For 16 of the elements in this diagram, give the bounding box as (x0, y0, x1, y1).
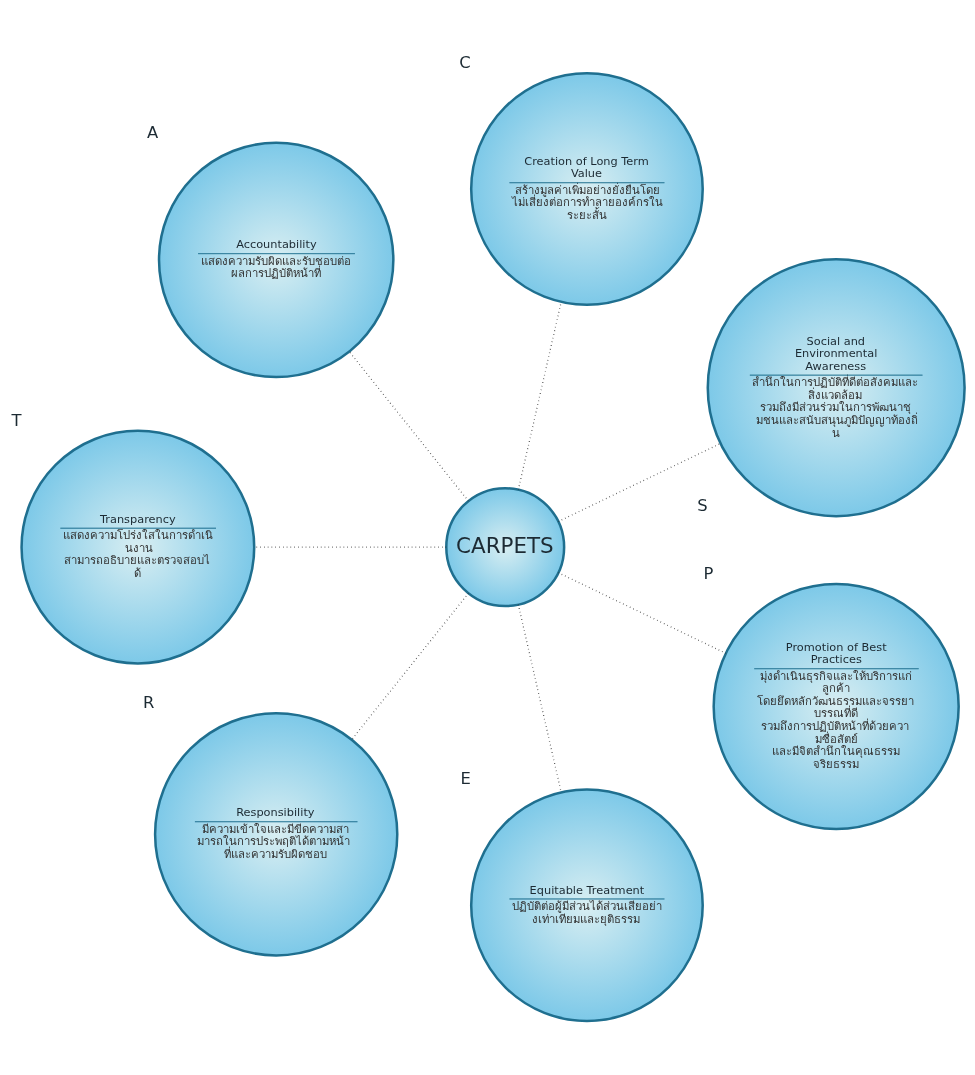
node-circle: Equitable Treatment ปฏิบัติต่อผู้มีส่วนได้ส่วนเสียอย่างเท่าเทียมและยุติธรรม (469, 787, 704, 1022)
node-label: E (459, 768, 471, 788)
node-label: A (146, 122, 158, 142)
node-circle: Promotion of Best Practices มุ่งดำเนินธุรกิจและให้บริการแก่ลูกค้า โดยยึดหลักวัฒนธรรมและจรรยาบรรณที่ดี รวมถึงการปฏิบัติหน้าที่ด้วยความซื่อสัตย์ และมีจิตสำนึกในคุณธรรม จริยธรรม (711, 582, 960, 830)
node-circle: Accountability แสดงความรับผิดและรับชอบต่อผลการปฏิบัติหน้าที่ (157, 141, 395, 378)
node-label: T (11, 410, 22, 430)
node-label: C (458, 52, 471, 72)
node-label: P (703, 563, 713, 583)
node-circle: Social and Environmental Awareness สำนึกในการปฏิบัติที่ดีต่อสังคมและสิ่งแวดล้อม รวมถึงมีส่วนร่วมในการพัฒนาชุมชนและสนับสนุนภูมิปัญญาท้องถิ่น (706, 257, 966, 517)
node-circle: Responsibility มีความเข้าใจและมีขีดความสามารถในการประพฤติได้ตามหน้าที่และความรับผิดชอบ (153, 711, 399, 957)
node-circle: Transparency แสดงความโปร่งใสในการดำเนินงาน สามารถอธิบายและตรวจสอบได้ (19, 429, 255, 665)
node-label: S (696, 495, 708, 515)
node-circle: Creation of Long Term Value สร้างมูลค่าเพิ่มอย่างยั่งยืนโดยไม่เสี่ยงต่อการทำลายองค์กรในระยะสั้น (469, 71, 704, 306)
node-circle: CARPETS (444, 486, 565, 607)
node-label: R (142, 692, 154, 712)
connector (350, 592, 469, 740)
